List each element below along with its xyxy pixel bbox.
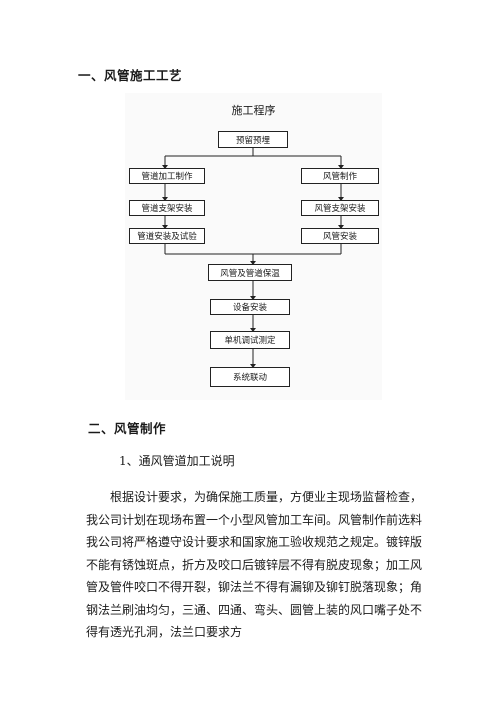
flowchart: 施工程序 (125, 93, 382, 400)
node-pipe-make: 管道加工制作 (129, 168, 205, 184)
section-heading-1: 一、风管施工工艺 (78, 68, 183, 83)
node-pipe-support: 管道支架安装 (129, 200, 205, 216)
section-heading-2: 二、风管制作 (88, 421, 167, 436)
node-equipment: 设备安装 (210, 299, 290, 315)
node-duct-make: 风管制作 (301, 168, 379, 184)
node-single-test: 单机调试测定 (210, 331, 290, 349)
node-system-link: 系统联动 (210, 367, 290, 387)
subsection-heading: 1、通风管道加工说明 (119, 454, 235, 468)
flowchart-title: 施工程序 (231, 104, 276, 117)
node-insulation: 风管及管道保温 (208, 264, 292, 281)
node-prep: 预留预埋 (218, 131, 288, 148)
node-pipe-install: 管道安装及试验 (129, 228, 205, 244)
node-duct-install: 风管安装 (301, 228, 379, 244)
node-duct-support: 风管支架安装 (301, 200, 379, 216)
body-paragraph-text: 根据设计要求，为确保施工质量，方便业主现场监督检查，我公司计划在现场布置一个小型… (86, 490, 423, 639)
flowchart-connectors (162, 148, 344, 368)
body-paragraph: 根据设计要求，为确保施工质量，方便业主现场监督检查，我公司计划在现场布置一个小型… (86, 486, 422, 644)
